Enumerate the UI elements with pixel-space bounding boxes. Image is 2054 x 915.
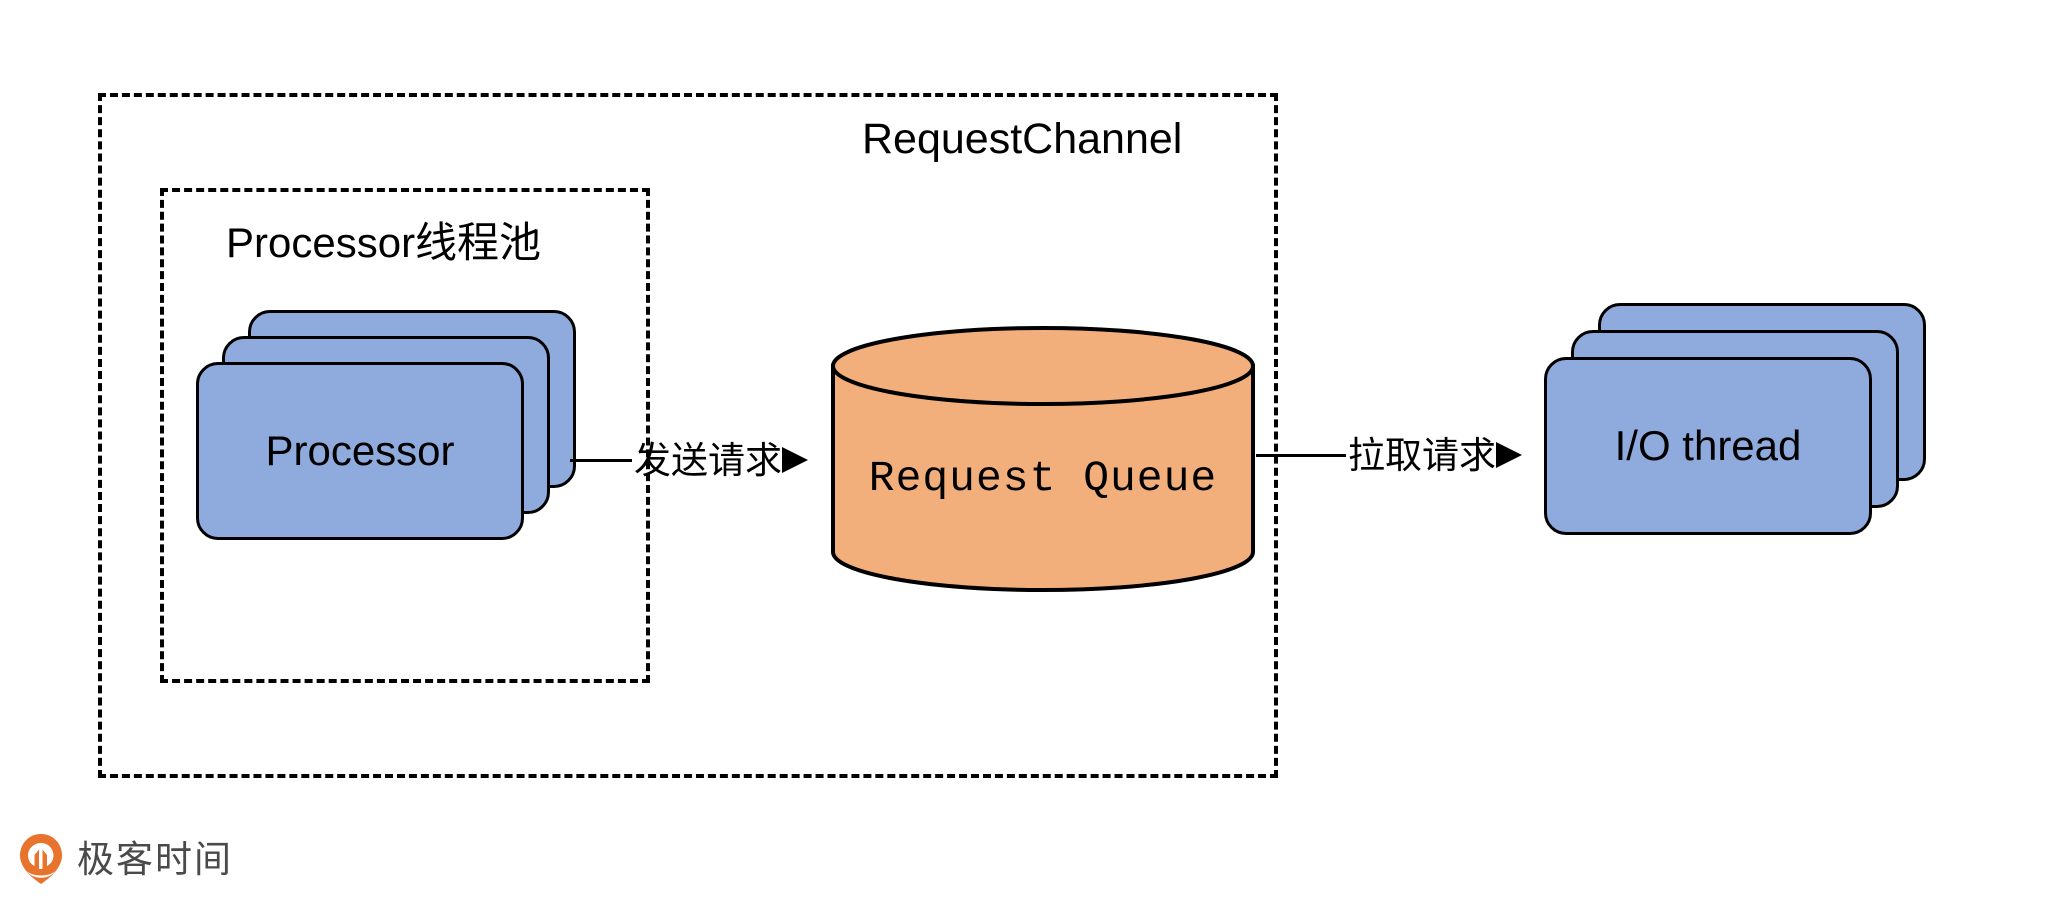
request-queue-node[interactable]: Request Queue [830, 325, 1256, 593]
watermark: 极客时间 [18, 833, 233, 885]
send-request-label: 发送请求 [634, 439, 782, 481]
request-channel-container [98, 93, 1278, 778]
send-request-arrowhead [782, 447, 808, 473]
processor-label: Processor [265, 427, 455, 474]
send-request-line [570, 458, 632, 462]
request-channel-title: RequestChannel [862, 115, 1183, 163]
cylinder-shape [831, 326, 1255, 592]
io-thread-node-stack[interactable]: I/O thread [1544, 303, 1926, 535]
pull-request-arrowhead [1496, 442, 1522, 468]
io-thread-card-front[interactable]: I/O thread [1544, 357, 1872, 535]
request-queue-label: Request Queue [868, 453, 1218, 503]
geektime-pin-logo-icon [20, 834, 62, 884]
pull-request-label: 拉取请求 [1348, 434, 1496, 476]
processor-thread-pool-title: Processor线程池 [226, 219, 542, 266]
pull-request-connector: 拉取请求 [1256, 425, 1522, 485]
io-thread-label: I/O thread [1614, 422, 1802, 469]
send-request-connector: 发送请求 [570, 430, 808, 490]
processor-node-stack[interactable]: Processor [196, 310, 576, 540]
processor-card-front[interactable]: Processor [196, 362, 524, 540]
processor-thread-pool-container [160, 188, 650, 683]
pull-request-line [1256, 453, 1346, 457]
watermark-text: 极客时间 [77, 838, 233, 880]
